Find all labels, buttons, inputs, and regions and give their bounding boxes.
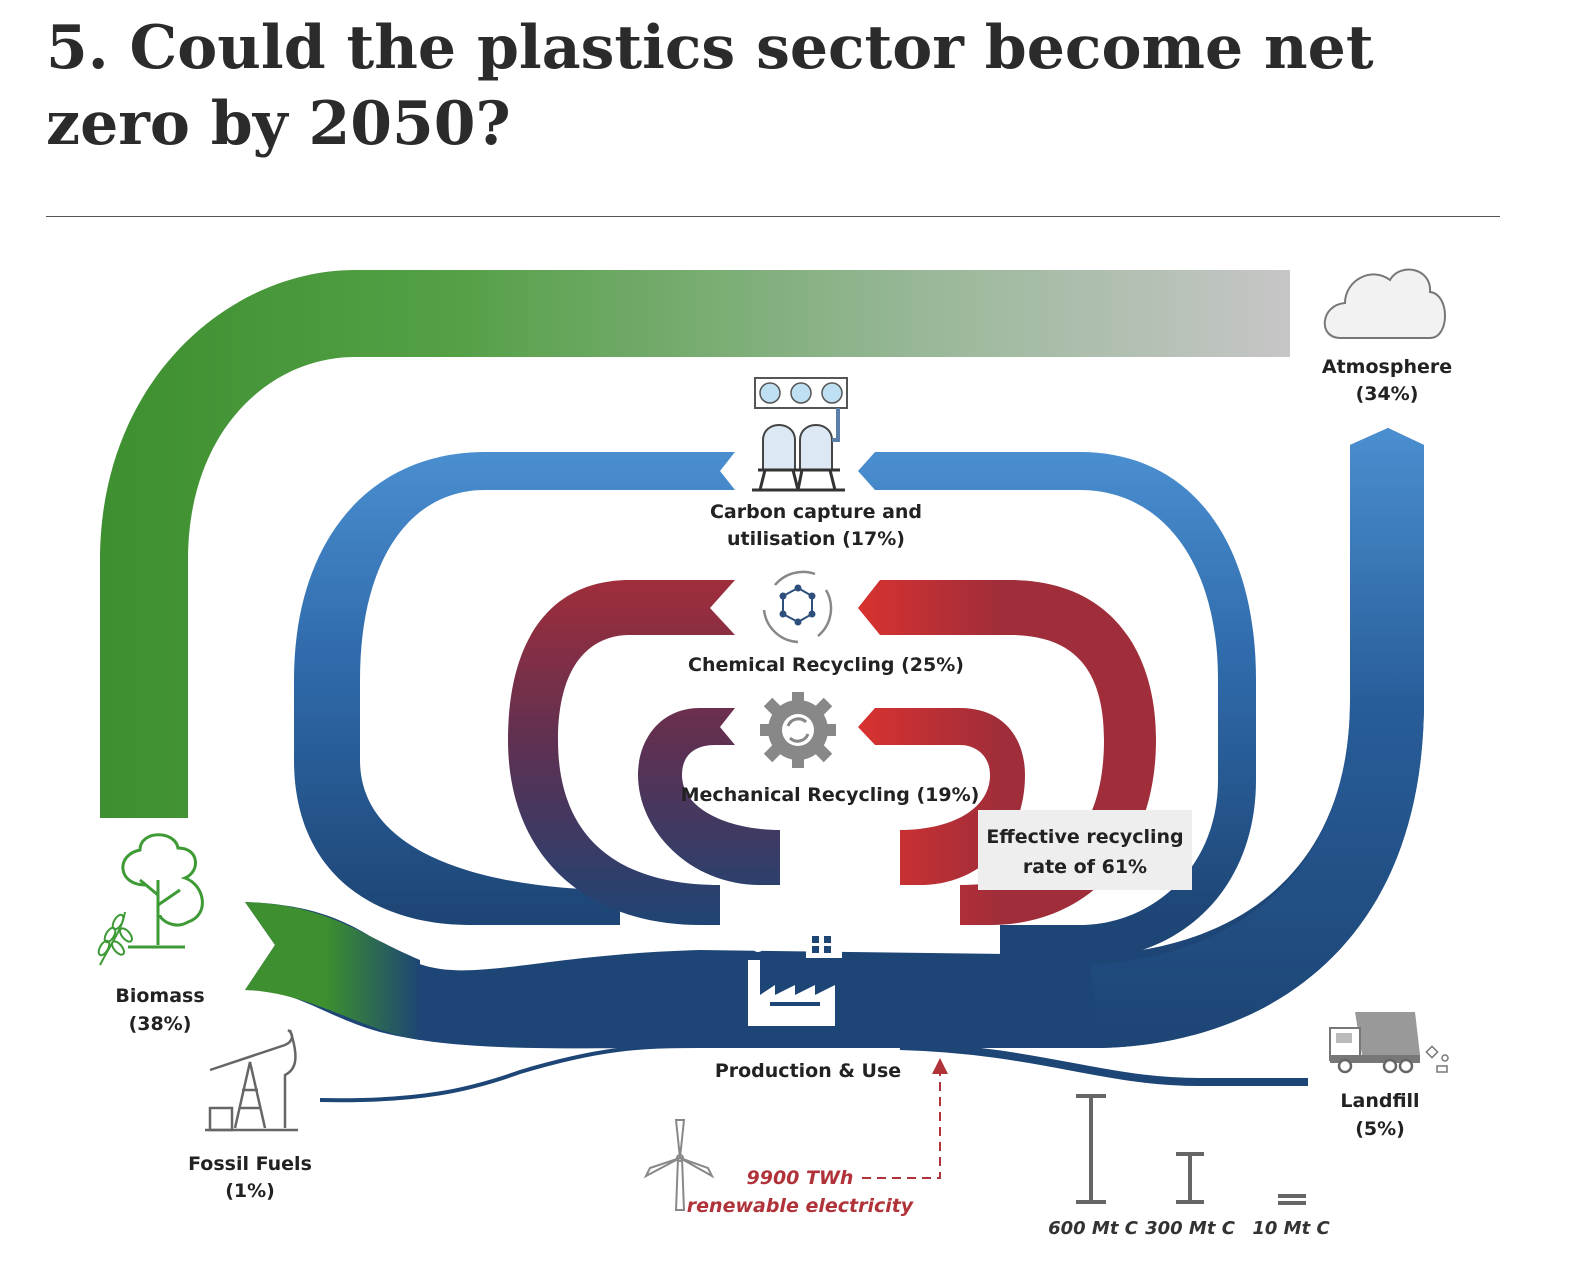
title-divider xyxy=(46,216,1500,217)
dump-truck-icon xyxy=(1329,1012,1449,1074)
electricity-arrowhead xyxy=(932,1058,948,1074)
biomass-share: (38%) xyxy=(129,1013,192,1035)
scale-bar-large xyxy=(1076,1094,1106,1204)
callout-line1: Effective recycling xyxy=(986,826,1183,848)
electricity-input-arrow xyxy=(862,1072,941,1179)
page-title: 5. Could the plastics sector become net … xyxy=(46,13,1374,159)
scale-label-medium: 300 Mt C xyxy=(1145,1218,1236,1239)
chemical-recycling-label: Chemical Recycling (25%) xyxy=(688,654,964,676)
oil-pump-icon xyxy=(205,1028,298,1132)
scale-label-large: 600 Mt C xyxy=(1048,1218,1139,1239)
factory-icon xyxy=(748,925,835,1026)
biomass-atmosphere-flow xyxy=(100,270,1290,818)
carbon-capture-label-line2: utilisation (17%) xyxy=(727,528,905,550)
chemical-recycling-icon xyxy=(762,570,833,644)
atmosphere-label: Atmosphere xyxy=(1322,356,1452,378)
landfill-label: Landfill xyxy=(1340,1090,1419,1112)
fossil-fuels-label: Fossil Fuels xyxy=(188,1153,312,1175)
callout-line2: rate of 61% xyxy=(1023,856,1147,878)
fossil-fuels-share: (1%) xyxy=(225,1180,275,1202)
carbon-capture-plant-icon xyxy=(752,377,848,492)
gear-icon xyxy=(760,692,836,768)
landfill-flow xyxy=(899,1042,1308,1086)
chemical-recycling-flow xyxy=(508,580,735,925)
production-label: Production & Use xyxy=(715,1060,901,1082)
recycling-rate-callout: Effective recycling rate of 61% xyxy=(978,810,1192,890)
biomass-label: Biomass xyxy=(115,985,204,1007)
tree-icon xyxy=(121,833,204,949)
mechanical-recycling-flow xyxy=(638,708,780,885)
wind-turbine-icon xyxy=(643,1119,715,1211)
energy-label-line2: renewable electricity xyxy=(687,1195,915,1217)
scale-bar-medium xyxy=(1176,1152,1204,1204)
fossil-fuel-flow xyxy=(319,1044,701,1103)
landfill-share: (5%) xyxy=(1355,1118,1405,1140)
carbon-capture-flow xyxy=(294,452,735,925)
carbon-capture-label-line1: Carbon capture and xyxy=(710,501,922,523)
mechanical-recycling-label: Mechanical Recycling (19%) xyxy=(681,784,980,806)
atmosphere-return-flow xyxy=(1090,428,1424,1048)
cloud-icon xyxy=(1323,268,1446,339)
wheat-icon xyxy=(97,911,133,966)
scale-bar-small xyxy=(1278,1194,1306,1205)
atmosphere-share: (34%) xyxy=(1356,383,1419,405)
house-icon xyxy=(798,904,850,958)
scale-label-small: 10 Mt C xyxy=(1252,1218,1330,1239)
energy-label-line1: 9900 TWh xyxy=(747,1167,854,1189)
biomass-entry-flow xyxy=(245,902,420,1040)
